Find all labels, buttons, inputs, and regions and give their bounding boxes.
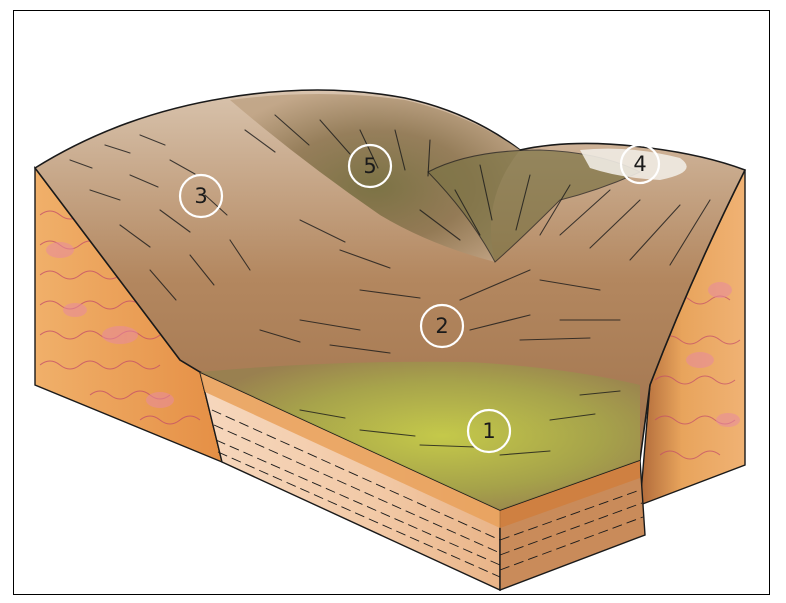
marker-1-label: 1 [482,419,495,443]
marker-4-label: 4 [633,152,646,176]
marker-5-label: 5 [363,154,376,178]
marker-3-label: 3 [194,184,207,208]
marker-2-label: 2 [435,314,448,338]
